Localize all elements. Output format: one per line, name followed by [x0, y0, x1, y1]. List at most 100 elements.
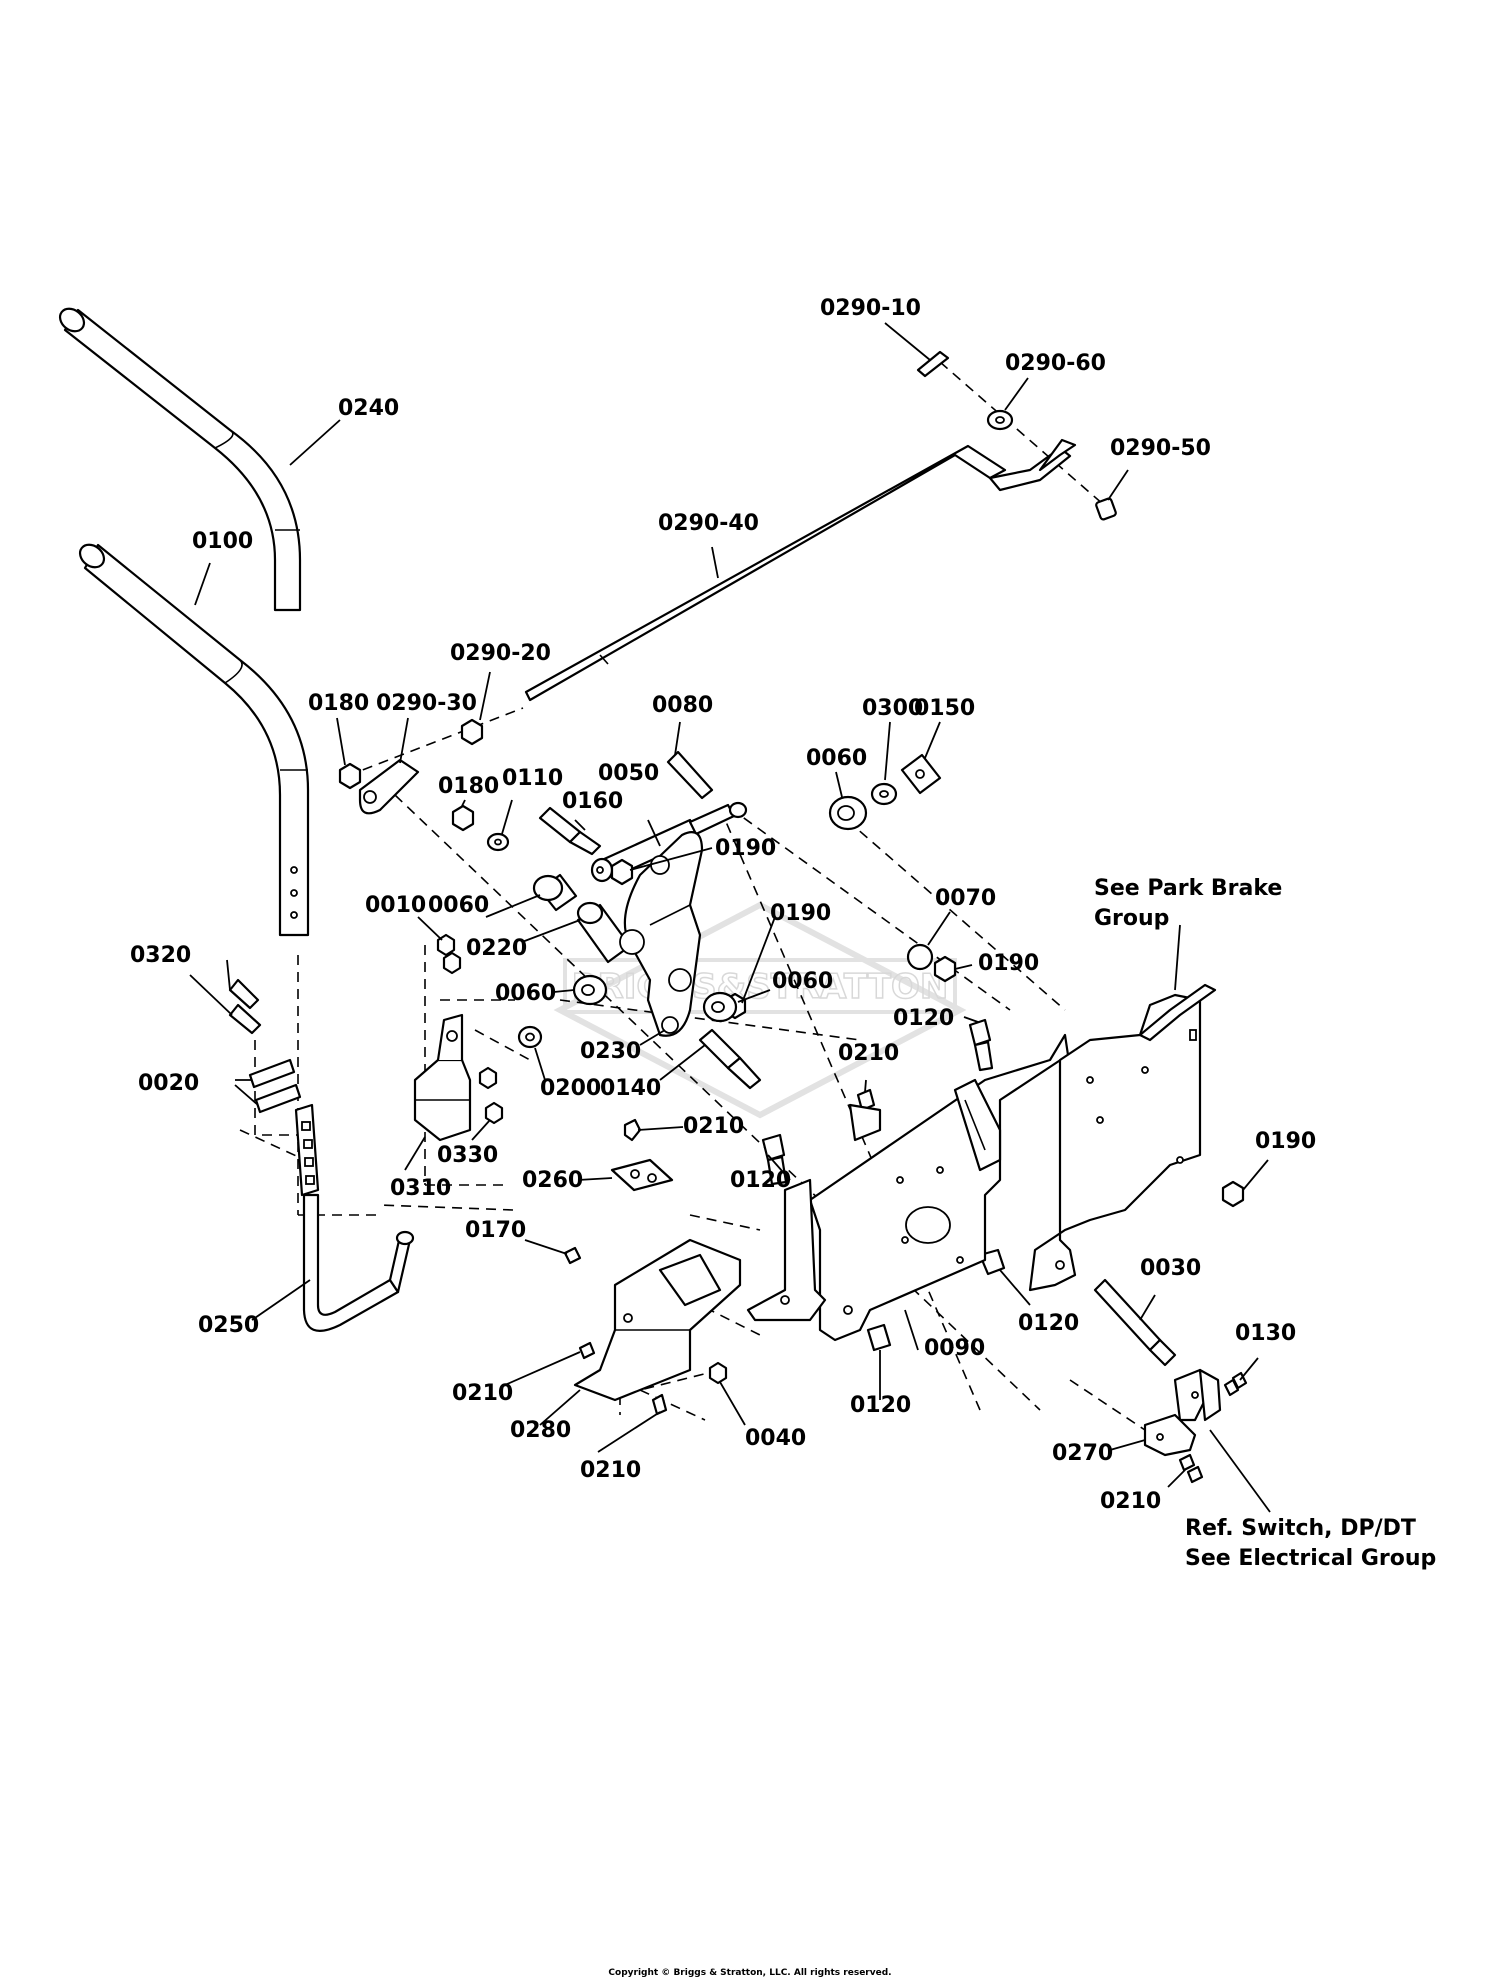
callout-0090: 0090	[924, 1336, 985, 1361]
callout-0060-a: 0060	[806, 746, 867, 771]
part-0240-handle-bar	[58, 307, 302, 612]
callout-0170: 0170	[465, 1218, 526, 1243]
callout-0190-b: 0190	[770, 901, 831, 926]
part-0010-nuts	[436, 933, 462, 975]
part-0130-screws	[1223, 1371, 1248, 1397]
part-0210-screw-mid	[856, 1088, 876, 1112]
callout-0250: 0250	[198, 1313, 259, 1338]
callout-0130: 0130	[1235, 1321, 1296, 1346]
part-0170-screw	[563, 1246, 582, 1265]
part-0280-pedal-bracket	[573, 1238, 742, 1402]
callout-0210-a: 0210	[838, 1041, 899, 1066]
callout-0290-10: 0290-10	[820, 296, 921, 321]
callout-0120-d: 0120	[850, 1393, 911, 1418]
callout-0020: 0020	[138, 1071, 199, 1096]
part-0300-washer	[870, 782, 898, 806]
part-0160-bolt	[538, 806, 602, 856]
part-0070-spacer	[906, 943, 934, 971]
callout-0070: 0070	[935, 886, 996, 911]
part-0290-50-spacer	[1095, 497, 1117, 521]
callout-0180-b: 0180	[438, 774, 499, 799]
callout-0290-60: 0290-60	[1005, 351, 1106, 376]
callout-0220: 0220	[466, 936, 527, 961]
watermark-text: BRIGGS&STRATTON	[572, 967, 949, 1007]
callout-0290-40: 0290-40	[658, 511, 759, 536]
part-0290-60-washer	[986, 409, 1014, 431]
part-0290-30-clevis	[358, 758, 420, 815]
part-0210-screw-bottom	[651, 1393, 668, 1416]
part-0210-screw-bracket	[578, 1341, 596, 1360]
part-0180-nut-lower	[451, 804, 475, 832]
part-0290-20-nut	[460, 718, 484, 746]
callout-0210-e: 0210	[580, 1458, 641, 1483]
callout-0180-a: 0180	[308, 691, 369, 716]
callout-0050: 0050	[598, 761, 659, 786]
part-0270-bracket	[1143, 1413, 1197, 1457]
leader-lines	[189, 322, 1271, 1513]
callout-labels: 0290-10 0290-60 0290-50 0290-40 0240 010…	[130, 296, 1316, 1514]
part-0110-washer	[486, 832, 510, 852]
part-0150-bracket	[900, 753, 942, 795]
callout-0120-b: 0120	[730, 1168, 791, 1193]
part-switch-dp-dt	[1173, 1368, 1222, 1422]
callout-0210-c: 0210	[452, 1381, 513, 1406]
callout-0190-a: 0190	[715, 836, 776, 861]
part-0190-nut-d	[1221, 1180, 1245, 1208]
part-0290-10-clip	[916, 350, 950, 378]
callout-0310: 0310	[390, 1176, 451, 1201]
part-0140-bolt	[698, 1028, 762, 1090]
part-0190-nut-c	[933, 955, 957, 983]
callout-0080: 0080	[652, 693, 713, 718]
callout-0200: 0200	[540, 1076, 601, 1101]
part-0120-bolt-upper	[968, 1018, 994, 1072]
part-0120-bolt-bottom	[866, 1323, 892, 1352]
park-brake-plate	[1028, 983, 1217, 1292]
note-park-brake-line2: Group	[1094, 906, 1169, 931]
part-0320-bolts	[228, 978, 262, 1035]
part-0080-bolt	[666, 750, 714, 800]
part-0200-washer	[517, 1025, 543, 1049]
callout-0160: 0160	[562, 789, 623, 814]
callout-0140: 0140	[600, 1076, 661, 1101]
callout-0150: 0150	[914, 696, 975, 721]
part-0060-bushing-lower-right	[702, 991, 738, 1023]
callout-0290-20: 0290-20	[450, 641, 551, 666]
callout-0300: 0300	[862, 696, 923, 721]
note-switch-line2: See Electrical Group	[1185, 1546, 1436, 1571]
part-0060-bushing-lower-left	[572, 974, 608, 1006]
callout-0290-30: 0290-30	[376, 691, 477, 716]
part-0060-bushing-upper-right	[828, 795, 868, 831]
callout-0210-d: 0210	[1100, 1489, 1161, 1514]
reference-notes: See Park Brake Group Ref. Switch, DP/DT …	[1094, 876, 1436, 1571]
callout-0120-c: 0120	[1018, 1311, 1079, 1336]
callout-0190-d: 0190	[1255, 1129, 1316, 1154]
note-park-brake-line1: See Park Brake	[1094, 876, 1282, 901]
callout-0270: 0270	[1052, 1441, 1113, 1466]
callout-0210-b: 0210	[683, 1114, 744, 1139]
callout-0060-d: 0060	[772, 969, 833, 994]
part-0210-screw-top	[623, 1118, 642, 1142]
callout-0110: 0110	[502, 766, 563, 791]
callout-0030: 0030	[1140, 1256, 1201, 1281]
part-0190-nut-a	[610, 858, 634, 886]
callout-0060-c: 0060	[495, 981, 556, 1006]
callout-0230: 0230	[580, 1039, 641, 1064]
callout-0290-50: 0290-50	[1110, 436, 1211, 461]
part-0230-pivot-arm	[619, 831, 704, 1037]
callout-0010: 0010	[365, 893, 426, 918]
part-0220-spacer	[576, 901, 632, 964]
part-0180-nut-upper	[338, 762, 362, 790]
part-l-bracket	[746, 1178, 827, 1322]
part-0090-main-plate	[808, 1033, 1070, 1342]
part-0120-bolt-mid	[761, 1133, 788, 1186]
callout-0330: 0330	[437, 1143, 498, 1168]
callout-0120-a: 0120	[893, 1006, 954, 1031]
part-0100-handle-bar	[78, 543, 310, 937]
part-0260-plate	[610, 1158, 674, 1192]
callout-0320: 0320	[130, 943, 191, 968]
callout-0060-b: 0060	[428, 893, 489, 918]
callout-0280: 0280	[510, 1418, 571, 1443]
part-0290-40-rod	[524, 438, 1077, 702]
part-0020-pins	[248, 1058, 302, 1114]
part-0310-mount-block	[413, 1013, 472, 1142]
